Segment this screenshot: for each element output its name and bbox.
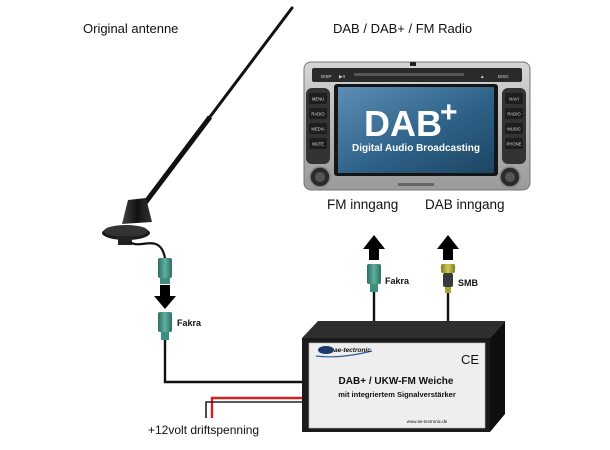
smb-label: SMB xyxy=(458,278,478,288)
dab-logo-subtitle: Digital Audio Broadcasting xyxy=(352,143,480,154)
radio-button-label: RADIO xyxy=(311,112,325,117)
radio-button-label: MEDIA xyxy=(311,127,324,132)
radio-top-button: ▶II xyxy=(339,74,345,79)
radio-top-button: DISC xyxy=(498,74,510,79)
radio-button-label: PHONE xyxy=(507,142,522,147)
splitter-subtitle: mit integriertem Signalverstärker xyxy=(338,390,456,399)
splitter-label-panel xyxy=(308,342,486,429)
roof-antenna xyxy=(102,6,294,245)
power-wire-red xyxy=(210,396,302,418)
power-label: +12volt driftspenning xyxy=(148,423,260,437)
arrow-up-fm xyxy=(363,235,385,260)
radio-button-label: MENU xyxy=(312,97,324,102)
arrow-down-left xyxy=(154,285,176,309)
radio-right-buttons: NAVI RADIO MUSIC PHONE xyxy=(505,93,523,149)
fakra-label-left: Fakra xyxy=(177,318,202,328)
radio-button-label: NAVI xyxy=(509,97,518,102)
fakra-plug-antenna xyxy=(158,258,172,284)
dab-logo-text: DAB xyxy=(364,103,442,144)
fakra-label-right: Fakra xyxy=(385,276,410,286)
arrow-up-dab xyxy=(437,235,459,260)
fm-input-label: FM inngang xyxy=(327,197,399,212)
antenna-base xyxy=(122,198,152,224)
power-wire-black xyxy=(205,401,302,418)
radio-button-label: MUSIC xyxy=(507,127,521,132)
dab-logo-plus: + xyxy=(440,96,458,129)
radio-button-label: RADIO xyxy=(507,112,521,117)
fakra-connector-right xyxy=(367,264,381,292)
cable-to-splitter xyxy=(163,340,302,384)
splitter-brand: ae-tectronic xyxy=(334,347,371,354)
radio-left-buttons: MENU RADIO MEDIA MUTE xyxy=(309,93,327,149)
antenna-title: Original antenne xyxy=(83,21,179,36)
antenna-cable xyxy=(129,241,167,259)
radio-button-label: MUTE xyxy=(312,142,324,147)
ce-mark: CE xyxy=(461,352,479,367)
radio-top-button: ▲ xyxy=(480,74,484,79)
splitter-website: www.ae-tectronic.de xyxy=(407,419,448,424)
dab-input-label: DAB inngang xyxy=(425,197,505,212)
smb-connector xyxy=(441,264,455,293)
splitter-box xyxy=(302,321,505,432)
radio-title: DAB / DAB+ / FM Radio xyxy=(333,21,473,36)
fakra-connector-left xyxy=(158,312,172,340)
splitter-title: DAB+ / UKW-FM Weiche xyxy=(339,376,454,387)
radio-top-button: DISP xyxy=(321,74,332,79)
